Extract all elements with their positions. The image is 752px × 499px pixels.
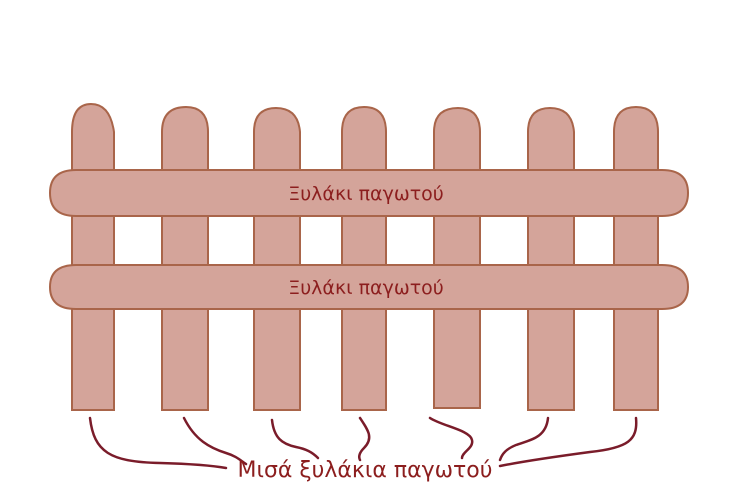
vertical-stick <box>71 102 115 411</box>
vertical-stick <box>161 105 209 411</box>
vertical-stick <box>613 105 659 411</box>
callout-lines <box>88 416 638 470</box>
rail-label: Ξυλάκι παγωτού <box>288 183 444 205</box>
callout-line <box>88 416 228 470</box>
vertical-sticks <box>71 102 659 411</box>
half-sticks-label: Μισά ξυλάκια παγωτού <box>238 458 493 483</box>
callout-line <box>498 416 550 462</box>
rail-label: Ξυλάκι παγωτού <box>288 277 444 299</box>
callout-line <box>357 416 371 462</box>
callout-line <box>498 416 638 468</box>
horizontal-rail: Ξυλάκι παγωτού <box>48 264 690 310</box>
vertical-stick <box>527 106 575 411</box>
vertical-stick <box>341 105 387 411</box>
vertical-stick <box>253 106 301 411</box>
callout-line <box>270 418 320 460</box>
callout-line <box>428 416 474 460</box>
vertical-stick <box>433 106 481 409</box>
horizontal-rail: Ξυλάκι παγωτού <box>48 169 690 217</box>
callout-line <box>182 416 248 466</box>
